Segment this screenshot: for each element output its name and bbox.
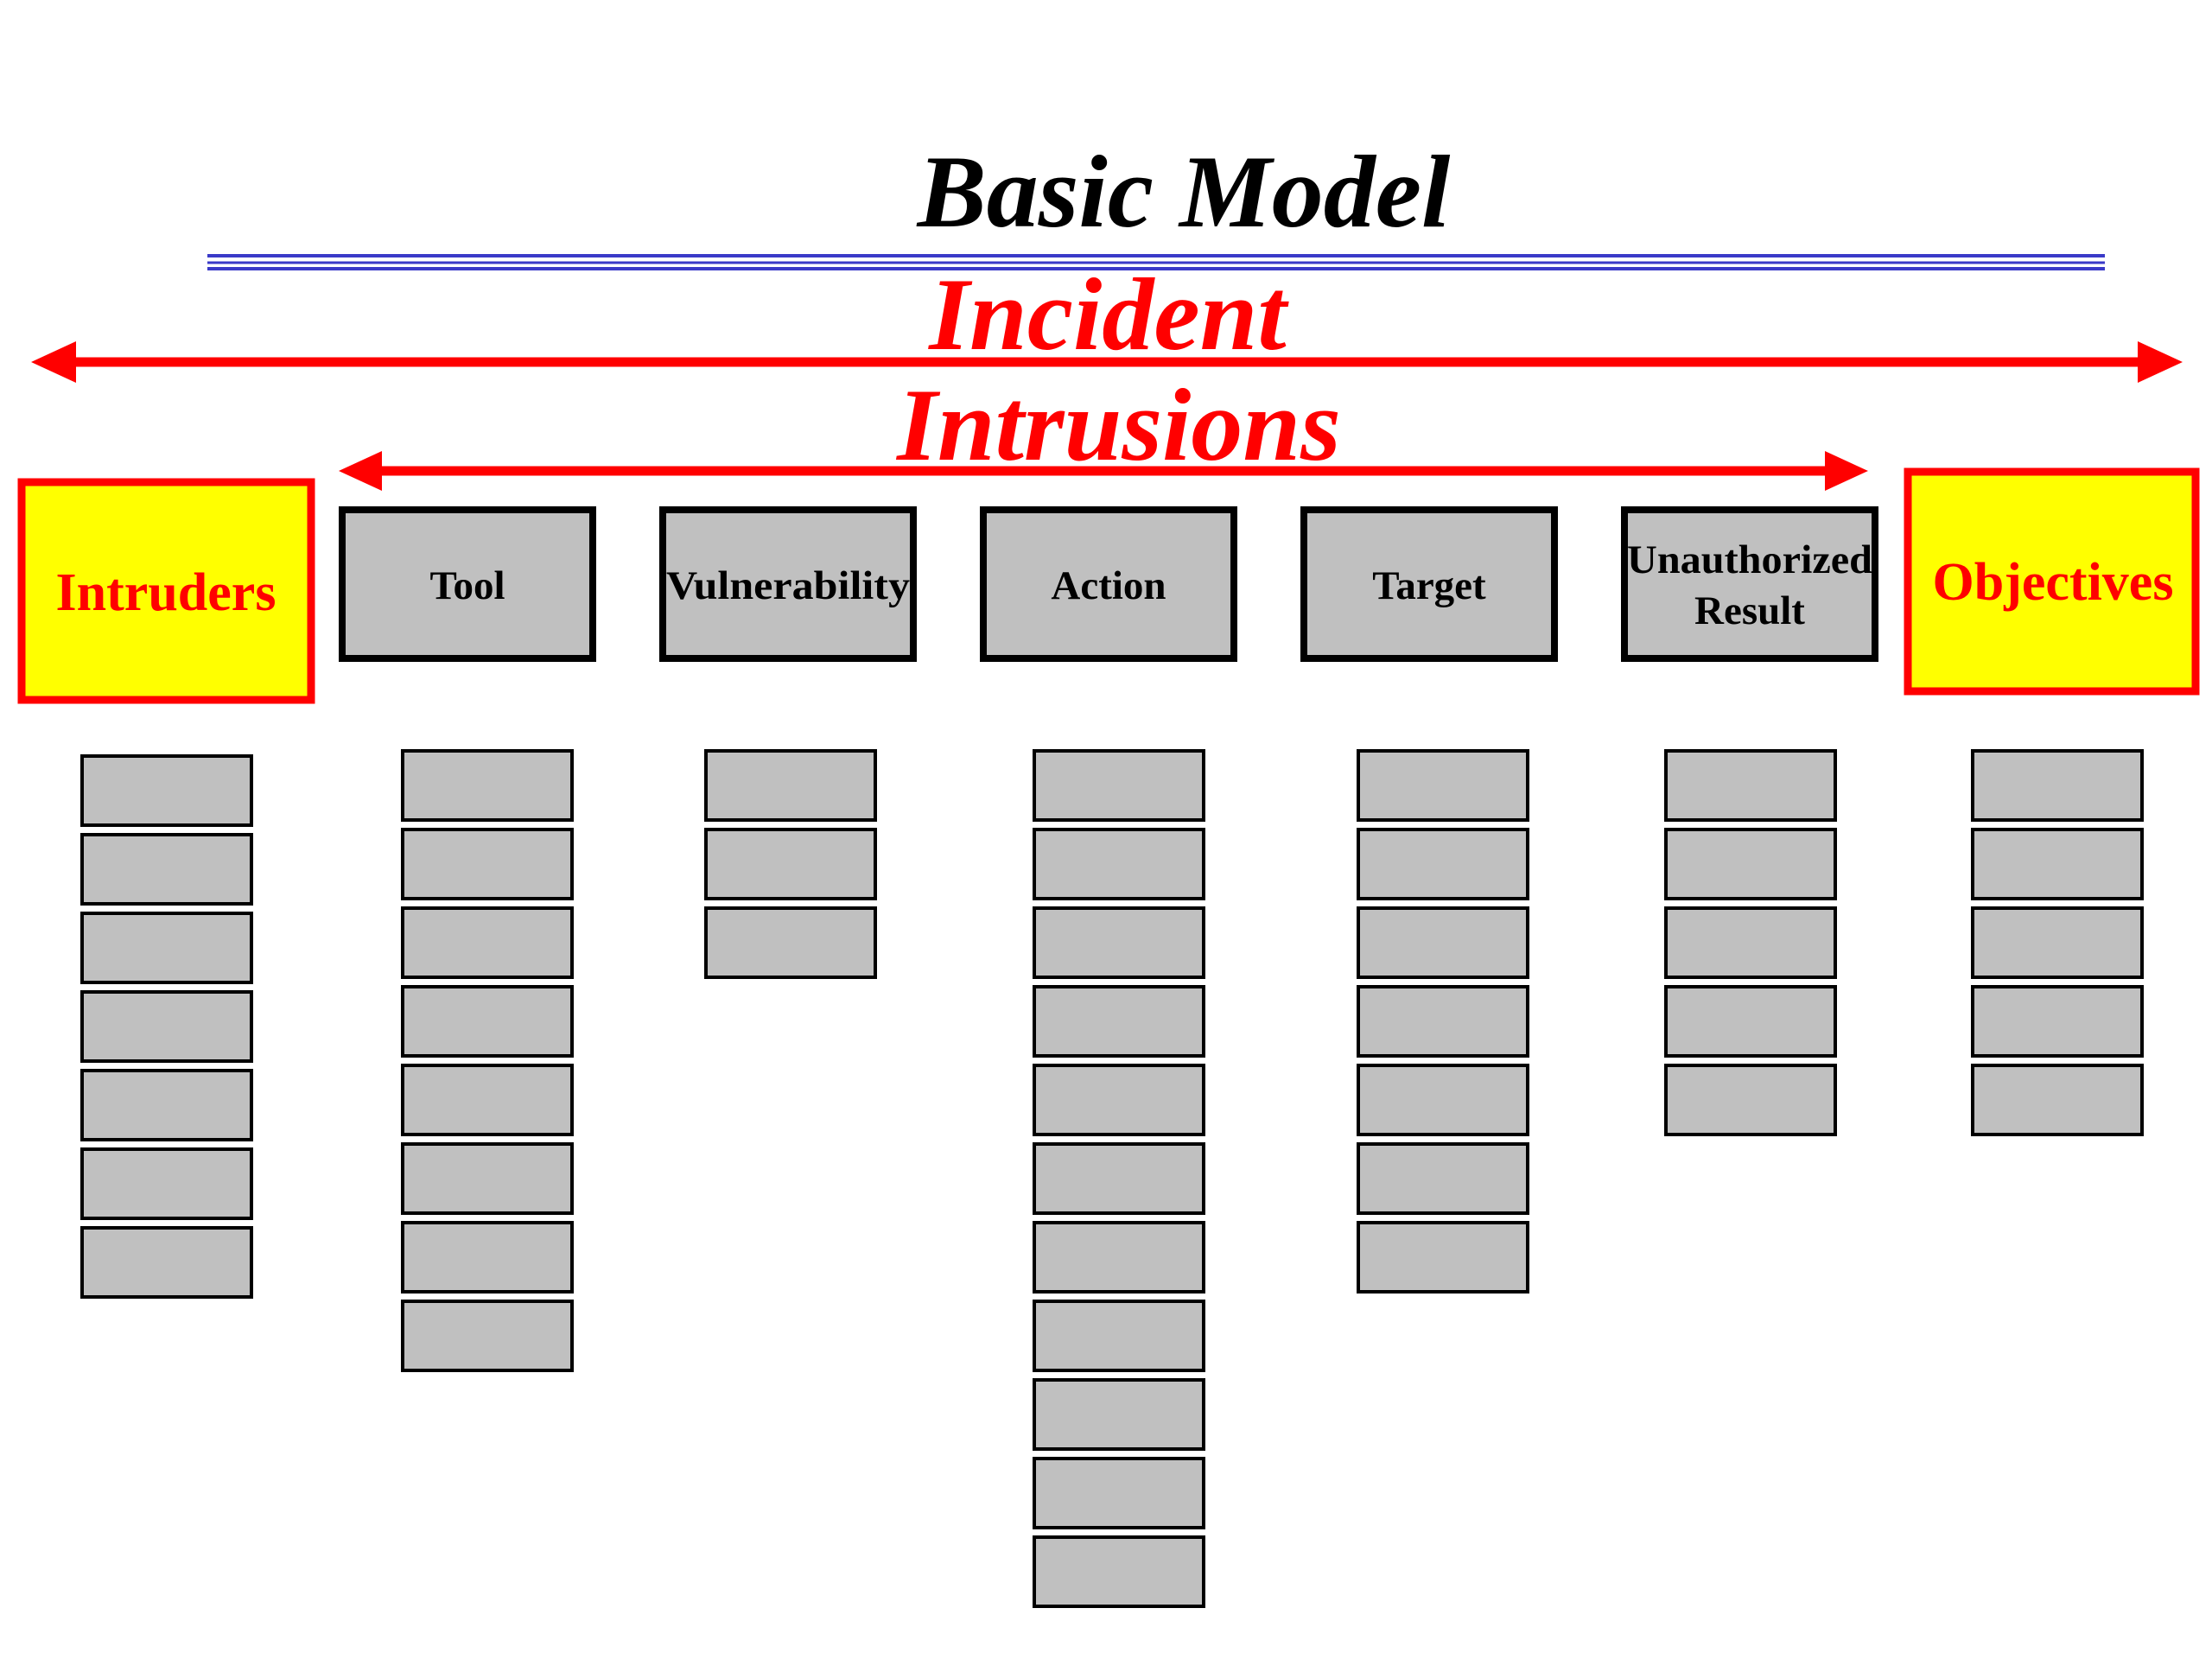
category-cell bbox=[1664, 985, 1837, 1058]
title-underline bbox=[207, 254, 2105, 270]
category-cell bbox=[401, 749, 574, 822]
category-cell bbox=[401, 1064, 574, 1136]
stage-box-target: Target bbox=[1300, 506, 1558, 662]
category-cell bbox=[80, 754, 253, 827]
cell-column-target bbox=[1357, 749, 1529, 1294]
category-cell bbox=[80, 1226, 253, 1299]
stage-label-target: Target bbox=[1372, 563, 1486, 608]
category-cell bbox=[401, 985, 574, 1058]
category-cell bbox=[80, 833, 253, 906]
category-cell bbox=[704, 749, 877, 822]
category-cell bbox=[1664, 906, 1837, 979]
category-cell bbox=[401, 1142, 574, 1215]
cell-column-objectives bbox=[1971, 749, 2144, 1136]
objectives-label: Objectives bbox=[1933, 553, 2174, 612]
category-cell bbox=[80, 912, 253, 984]
cell-column-unauthorized-result bbox=[1664, 749, 1837, 1136]
incident-label: Incident bbox=[927, 257, 1289, 372]
stage-label-vulnerability: Vulnerability bbox=[666, 563, 911, 608]
category-cell bbox=[1971, 985, 2144, 1058]
category-cell bbox=[1357, 906, 1529, 979]
cell-columns bbox=[80, 749, 2144, 1608]
objectives-box: Objectives bbox=[1904, 467, 2200, 696]
category-cell bbox=[80, 1069, 253, 1141]
category-cell bbox=[401, 1221, 574, 1294]
category-cell bbox=[1033, 985, 1205, 1058]
category-cell bbox=[704, 828, 877, 900]
category-cell bbox=[401, 828, 574, 900]
category-cell bbox=[1033, 906, 1205, 979]
category-cell bbox=[1357, 1221, 1529, 1294]
stage-label-unauthorized: Unauthorized bbox=[1627, 537, 1872, 582]
stage-box-vulnerability: Vulnerability bbox=[659, 506, 917, 662]
cell-column-vulnerability bbox=[704, 749, 877, 979]
stage-box-action: Action bbox=[980, 506, 1237, 662]
category-cell bbox=[1033, 1142, 1205, 1215]
category-cell bbox=[1033, 1221, 1205, 1294]
category-cell bbox=[1971, 1064, 2144, 1136]
stage-label-result: Result bbox=[1694, 588, 1805, 633]
cell-column-intruders bbox=[80, 754, 253, 1299]
category-cell bbox=[1357, 985, 1529, 1058]
category-cell bbox=[1033, 1300, 1205, 1372]
category-cell bbox=[1664, 1064, 1837, 1136]
intrusions-arrow bbox=[339, 451, 1868, 491]
diagram-title: Basic Model bbox=[916, 134, 1451, 249]
category-cell bbox=[1033, 1378, 1205, 1451]
incident-arrow bbox=[31, 341, 2183, 383]
category-cell bbox=[80, 990, 253, 1063]
category-cell bbox=[1971, 828, 2144, 900]
stage-box-unauthorized-result: Unauthorized Result bbox=[1621, 506, 1878, 662]
stage-box-tool: Tool bbox=[339, 506, 596, 662]
intruders-box: Intruders bbox=[17, 478, 315, 704]
cell-column-action bbox=[1033, 749, 1205, 1608]
category-cell bbox=[1033, 1535, 1205, 1608]
category-cell bbox=[704, 906, 877, 979]
category-cell bbox=[1033, 1064, 1205, 1136]
category-cell bbox=[80, 1147, 253, 1220]
intrusions-label: Intrusions bbox=[895, 367, 1341, 482]
category-cell bbox=[1664, 828, 1837, 900]
category-cell bbox=[401, 1300, 574, 1372]
category-cell bbox=[1664, 749, 1837, 822]
category-cell bbox=[1357, 828, 1529, 900]
category-cell bbox=[1357, 749, 1529, 822]
cell-column-tool bbox=[401, 749, 574, 1372]
category-cell bbox=[1357, 1142, 1529, 1215]
stage-label-action: Action bbox=[1051, 563, 1166, 608]
category-cell bbox=[1033, 1457, 1205, 1529]
category-cell bbox=[401, 906, 574, 979]
stage-label-tool: Tool bbox=[429, 563, 505, 608]
intruders-label: Intruders bbox=[56, 563, 276, 622]
category-cell bbox=[1971, 906, 2144, 979]
category-cell bbox=[1033, 749, 1205, 822]
category-cell bbox=[1357, 1064, 1529, 1136]
category-cell bbox=[1971, 749, 2144, 822]
category-cell bbox=[1033, 828, 1205, 900]
